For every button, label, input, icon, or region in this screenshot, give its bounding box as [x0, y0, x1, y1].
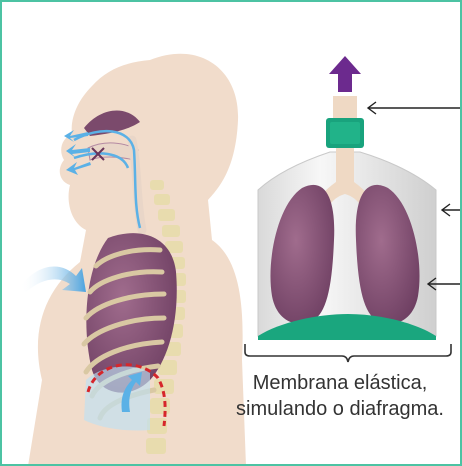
caption-line-2: simulando o diafragma. [222, 396, 458, 422]
caption-line-1: Membrana elástica, [222, 370, 458, 396]
membrane-caption: Membrana elástica, simulando o diafragma… [222, 370, 458, 422]
membrane-bracket [245, 344, 451, 362]
human-torso-illustration [20, 54, 246, 466]
bell-jar-model [245, 56, 462, 362]
purple-up-arrow-icon [329, 56, 361, 92]
